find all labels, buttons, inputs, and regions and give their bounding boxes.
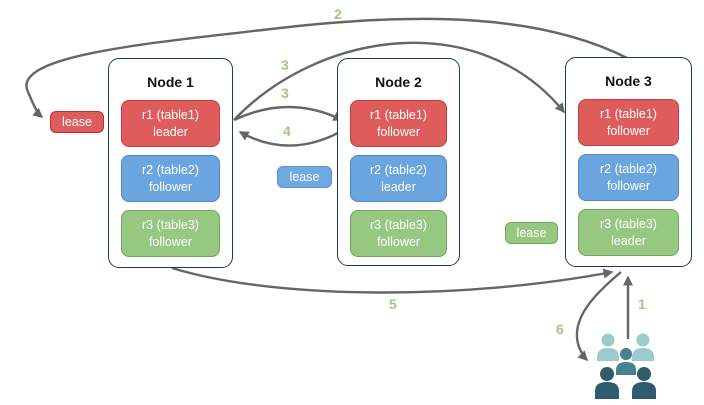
replica-name: r1 (table1) <box>370 108 427 122</box>
replica-role: follower <box>148 179 193 194</box>
users-group-icon <box>595 333 656 399</box>
replica-name: r3 (table3) <box>142 218 199 232</box>
replica-role: follower <box>376 124 421 139</box>
node-1: Node 1 r1 (table1) leader r2 (table2) fo… <box>108 58 233 268</box>
replica-role: leader <box>153 124 188 139</box>
lease-badge-red: lease <box>50 111 104 133</box>
replica-name: r1 (table1) <box>142 108 199 122</box>
node-1-title: Node 1 <box>147 74 194 90</box>
node-2: Node 2 r1 (table1) follower r2 (table2) … <box>337 58 460 266</box>
replica-role: follower <box>376 234 421 249</box>
node-2-replica-r1: r1 (table1) follower <box>350 100 447 147</box>
step-label-6: 6 <box>556 321 564 337</box>
step-label-4: 4 <box>283 123 291 139</box>
replica-name: r3 (table3) <box>370 218 427 232</box>
arrow-step-5-icon <box>171 266 614 294</box>
step-label-1: 1 <box>638 296 646 312</box>
node-2-replica-r3: r3 (table3) follower <box>350 210 447 257</box>
replica-name: r1 (table1) <box>600 107 657 121</box>
node-3-replica-r2: r2 (table2) follower <box>578 154 679 201</box>
node-1-replica-r1: r1 (table1) leader <box>121 100 220 147</box>
node-1-replica-r3: r3 (table3) follower <box>121 210 220 257</box>
arrow-step-4-icon <box>238 126 348 147</box>
replica-role: leader <box>381 179 416 194</box>
lease-badge-green: lease <box>505 222 558 244</box>
node-3: Node 3 r1 (table1) follower r2 (table2) … <box>565 57 692 267</box>
arrow-step-6-icon <box>575 271 622 362</box>
replica-role: leader <box>611 233 646 248</box>
replica-name: r2 (table2) <box>600 162 657 176</box>
step-label-2: 2 <box>334 6 342 22</box>
lease-badge-blue: lease <box>277 166 332 188</box>
arrow-step-3-to-node2-icon <box>233 105 344 122</box>
replica-name: r3 (table3) <box>600 217 657 231</box>
node-3-title: Node 3 <box>605 73 652 89</box>
replica-name: r2 (table2) <box>370 163 427 177</box>
replica-role: follower <box>606 123 651 138</box>
replica-name: r2 (table2) <box>142 163 199 177</box>
arrow-step-3-to-node3-icon <box>233 41 565 121</box>
replica-role: follower <box>148 234 193 249</box>
node-2-title: Node 2 <box>375 74 422 90</box>
arrow-step-2-icon <box>25 17 628 118</box>
replica-role: follower <box>606 178 651 193</box>
step-label-3a: 3 <box>281 57 289 73</box>
node-3-replica-r1: r1 (table1) follower <box>578 99 679 146</box>
node-3-replica-r3: r3 (table3) leader <box>578 209 679 256</box>
step-label-3b: 3 <box>281 85 289 101</box>
node-2-replica-r2: r2 (table2) leader <box>350 155 447 202</box>
node-1-replica-r2: r2 (table2) follower <box>121 155 220 202</box>
step-label-5: 5 <box>389 296 397 312</box>
